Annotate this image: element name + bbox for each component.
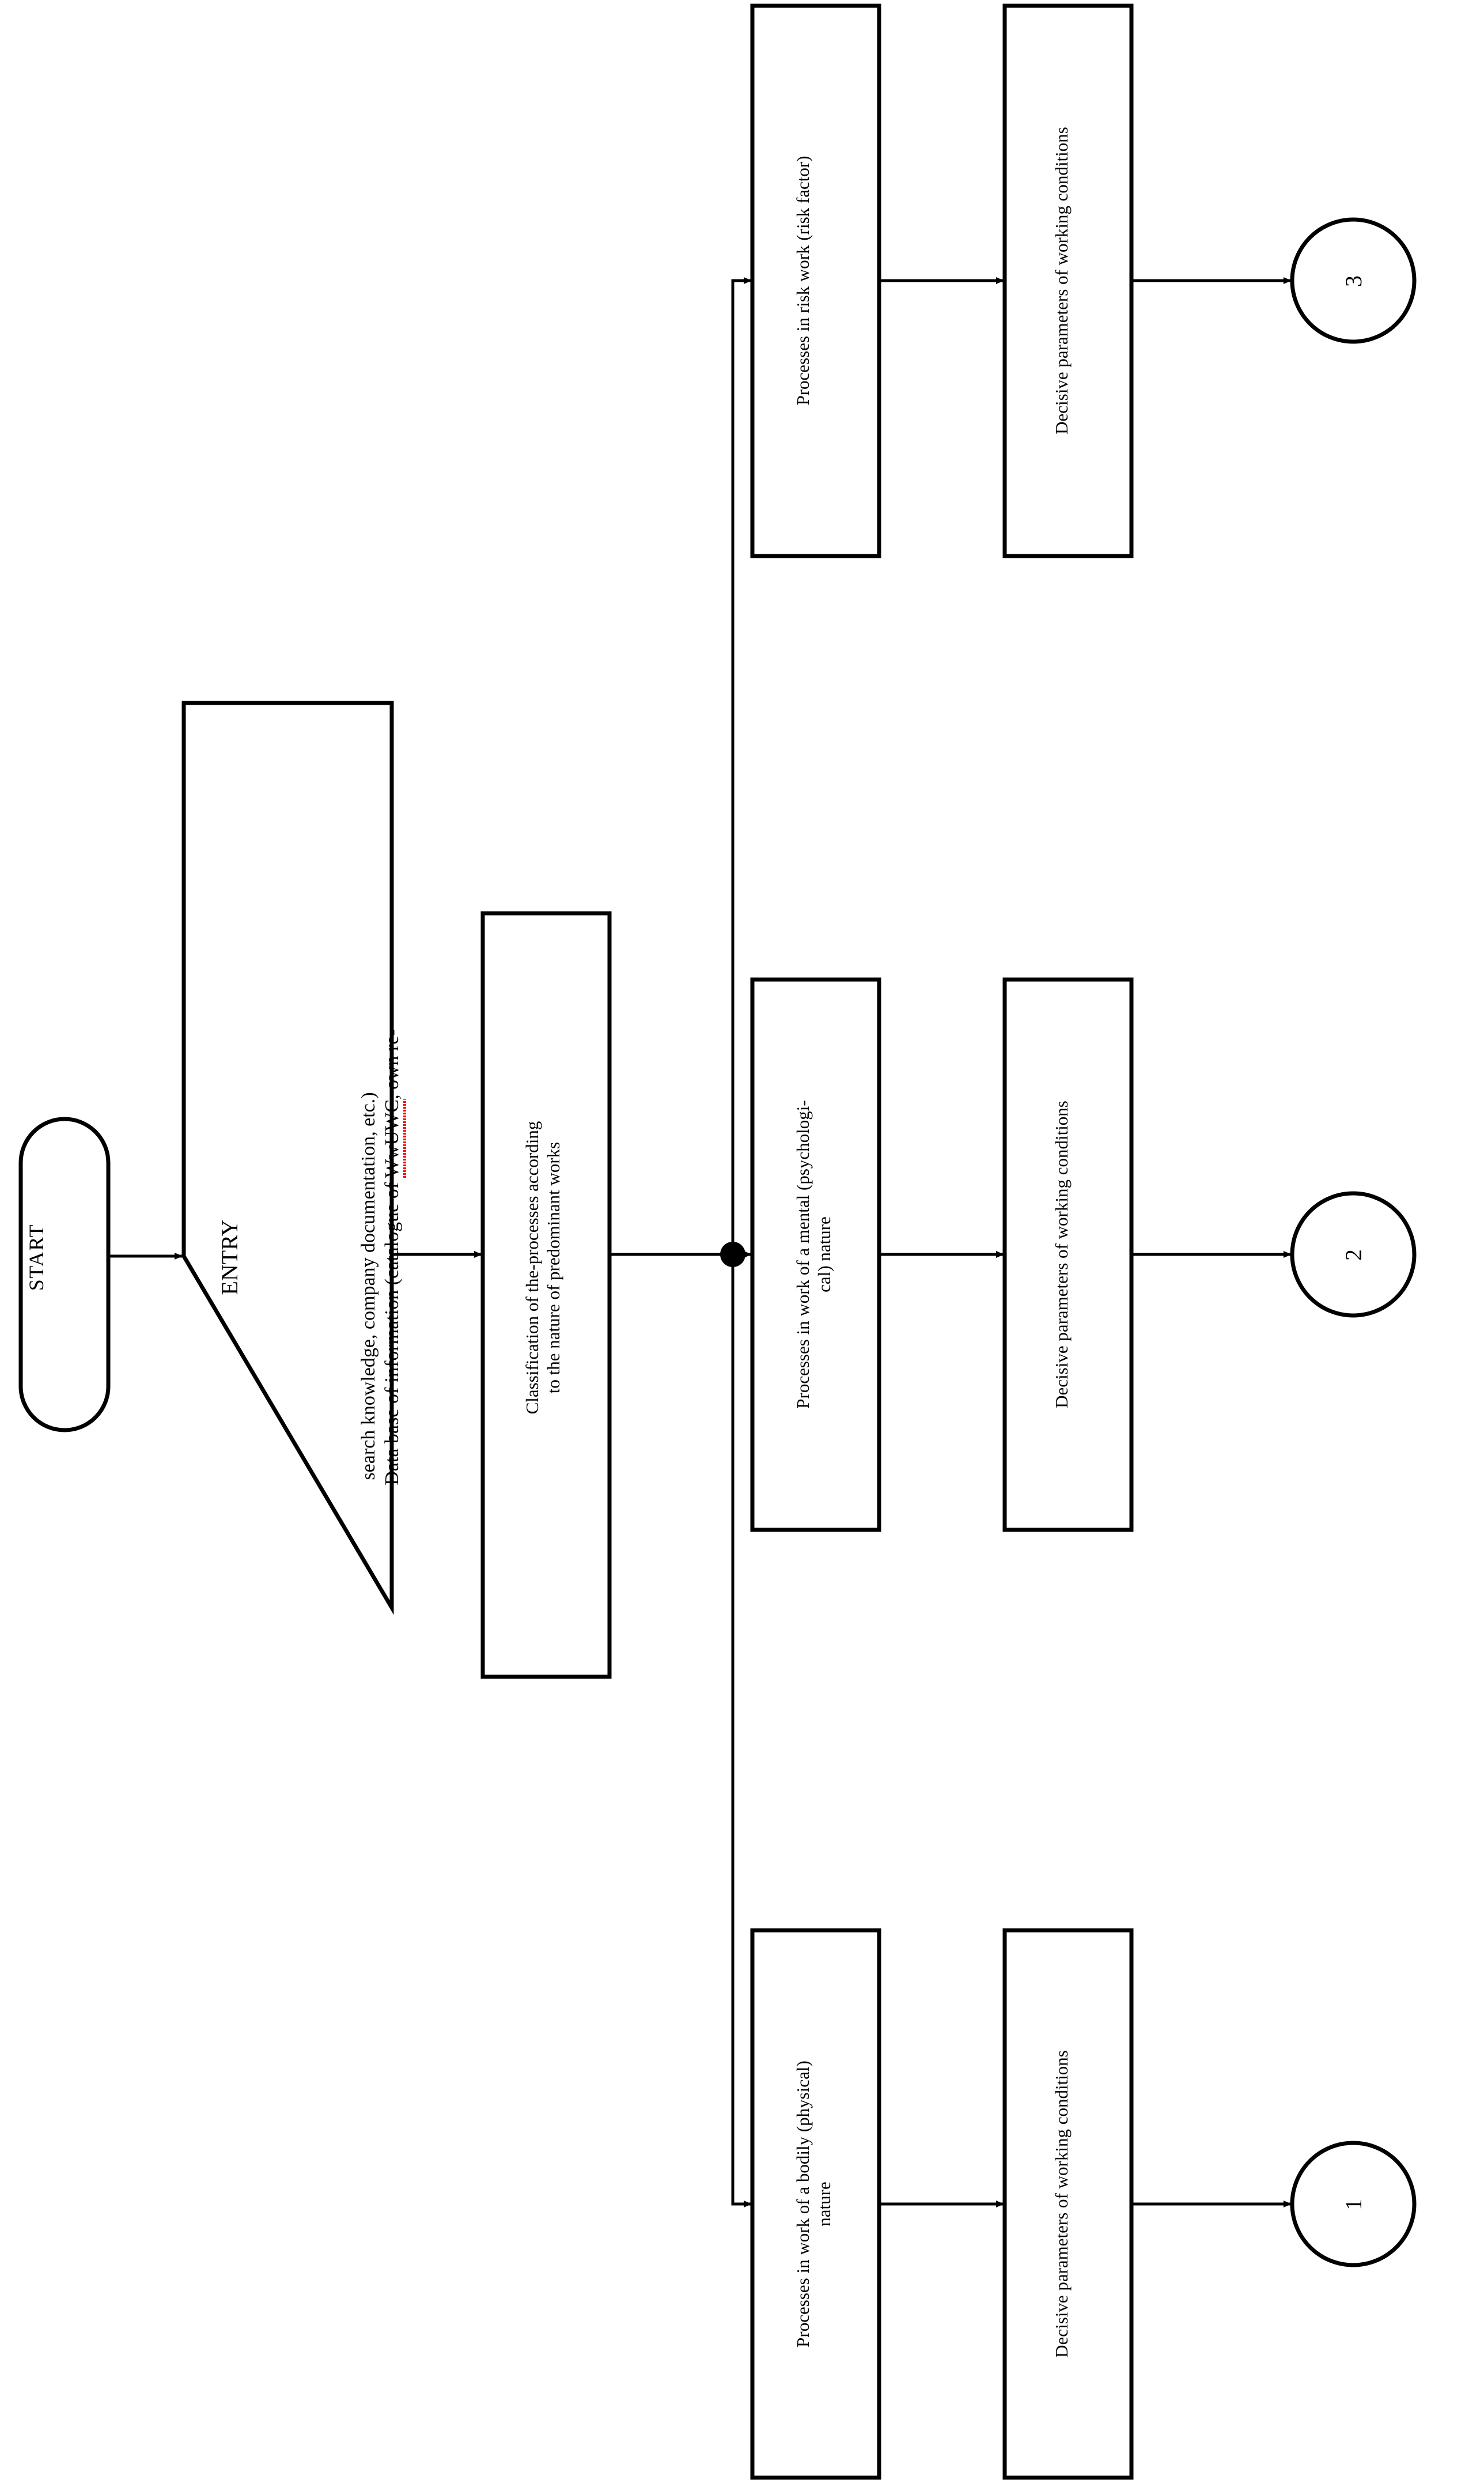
params-risk-shape <box>1002 3 1134 558</box>
branch-mental-shape <box>750 977 881 1532</box>
branch-risk-shape <box>750 3 881 558</box>
connector-1-shape <box>1290 2141 1417 2267</box>
classification-shape <box>480 911 612 1679</box>
connector-3-shape <box>1290 217 1417 344</box>
connector-2-shape <box>1290 1191 1417 1318</box>
entry-shape <box>181 701 394 1615</box>
edge-junction-bodily <box>731 1254 752 2207</box>
params-bodily-shape <box>1002 1928 1134 2480</box>
start-shape <box>18 1117 111 1432</box>
params-mental-shape <box>1002 977 1134 1532</box>
edge-junction-risk <box>731 277 752 1254</box>
branch-bodily-shape <box>750 1928 881 2480</box>
